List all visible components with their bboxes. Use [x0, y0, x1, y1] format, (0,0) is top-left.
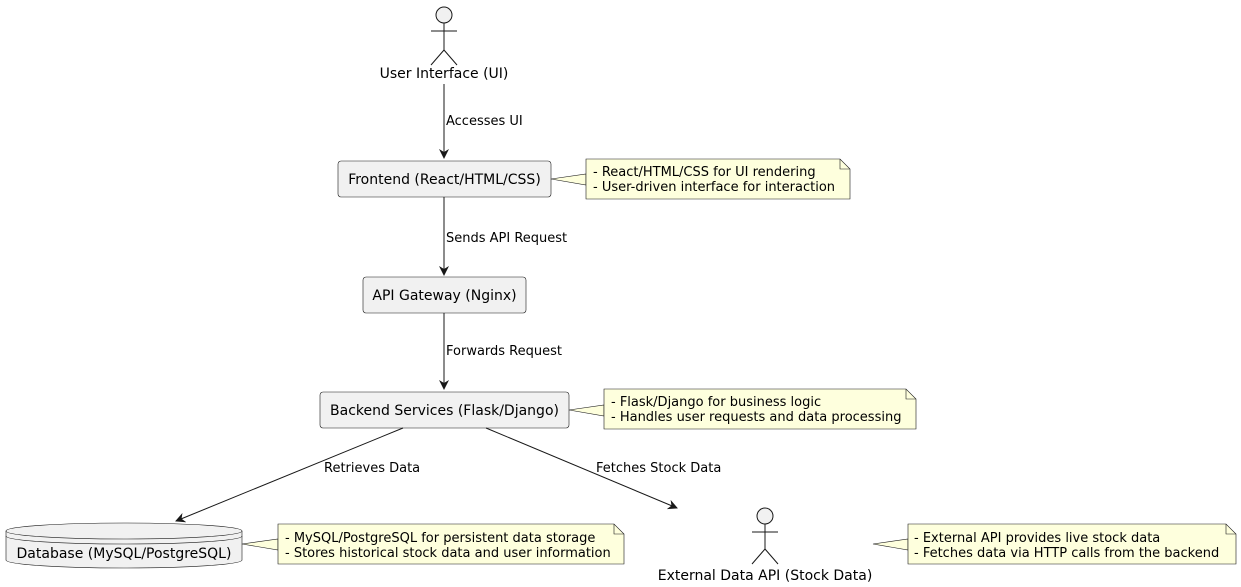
backend-node[interactable]: Backend Services (Flask/Django) [319, 391, 570, 429]
edge-fetches-stock-data: Fetches Stock Data [485, 427, 721, 510]
frontend-note-line-1: - React/HTML/CSS for UI rendering [593, 165, 816, 180]
external-api-label: External Data API (Stock Data) [658, 568, 873, 584]
external-api-note: - External API provides live stock data … [872, 523, 1237, 565]
external-api-note-line-2: - Fetches data via HTTP calls from the b… [914, 546, 1219, 561]
backend-note: - Flask/Django for business logic - Hand… [568, 388, 917, 430]
edge-label-sends-api-request: Sends API Request [446, 231, 567, 246]
database-note-line-1: - MySQL/PostgreSQL for persistent data s… [285, 531, 595, 546]
edge-retrieves-data: Retrieves Data [175, 427, 420, 523]
frontend-note-line-2: - User-driven interface for interaction [593, 180, 835, 195]
external-api-note-line-1: - External API provides live stock data [914, 531, 1160, 546]
frontend-note: - React/HTML/CSS for UI rendering - User… [550, 158, 851, 200]
frontend-label: Frontend (React/HTML/CSS) [348, 172, 541, 188]
database-note: - MySQL/PostgreSQL for persistent data s… [241, 523, 625, 565]
user-interface-actor[interactable]: User Interface (UI) [380, 6, 509, 82]
backend-label: Backend Services (Flask/Django) [330, 403, 559, 419]
backend-note-line-1: - Flask/Django for business logic [611, 395, 821, 410]
edge-accesses-ui: Accesses UI [439, 84, 523, 159]
edge-forwards-request: Forwards Request [439, 313, 562, 390]
database-label: Database (MySQL/PostgreSQL) [17, 546, 232, 562]
edge-label-forwards-request: Forwards Request [446, 344, 562, 359]
api-gateway-node[interactable]: API Gateway (Nginx) [362, 276, 527, 314]
user-interface-label: User Interface (UI) [380, 66, 509, 82]
external-api-actor[interactable]: External Data API (Stock Data) [658, 507, 873, 584]
actor-icon [430, 6, 458, 66]
frontend-node[interactable]: Frontend (React/HTML/CSS) [337, 160, 552, 198]
edge-label-fetches-stock-data: Fetches Stock Data [596, 461, 721, 476]
edge-sends-api-request: Sends API Request [439, 197, 567, 276]
backend-note-line-2: - Handles user requests and data process… [611, 410, 901, 425]
api-gateway-label: API Gateway (Nginx) [372, 288, 516, 304]
actor-icon [751, 507, 779, 565]
database-node[interactable]: Database (MySQL/PostgreSQL) [5, 522, 243, 569]
edge-label-accesses-ui: Accesses UI [446, 114, 523, 129]
database-note-line-2: - Stores historical stock data and user … [285, 546, 611, 561]
edge-label-retrieves-data: Retrieves Data [324, 461, 420, 476]
